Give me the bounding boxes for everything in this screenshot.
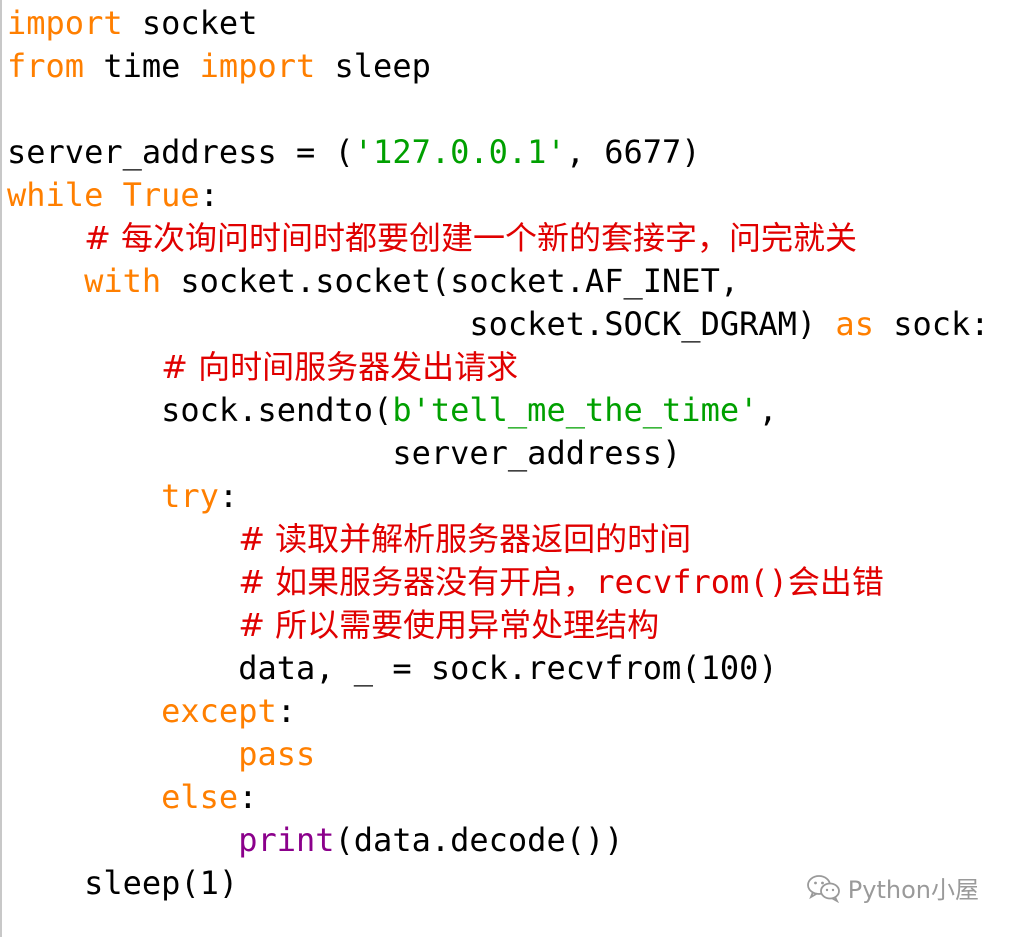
code-line: sock.sendto(b'tell_me_the_time',: [7, 389, 990, 432]
code-line: with socket.socket(socket.AF_INET,: [7, 260, 990, 303]
code-line: # 每次询问时间时都要创建一个新的套接字，问完就关: [7, 217, 990, 260]
code-line: # 向时间服务器发出请求: [7, 346, 990, 389]
code-text: sock.sendto(: [7, 391, 393, 429]
code-text: time: [84, 47, 200, 85]
code-text: :: [199, 176, 219, 214]
code-text: [7, 219, 84, 257]
code-line: pass: [7, 733, 990, 776]
code-comment: 会出错: [787, 563, 884, 601]
code-keyword: with: [84, 262, 162, 300]
code-text: socket: [122, 4, 258, 42]
code-line: socket.SOCK_DGRAM) as sock:: [7, 303, 990, 346]
code-keyword: as: [835, 305, 874, 343]
code-text: [7, 520, 238, 558]
code-keyword: except: [161, 692, 277, 730]
code-line: try:: [7, 475, 990, 518]
watermark-text: Python小屋: [847, 876, 979, 904]
code-comment: recvfrom(): [595, 563, 788, 601]
code-text: [7, 692, 161, 730]
code-comment: # 向时间服务器发出请求: [161, 348, 519, 386]
code-text: sleep: [315, 47, 431, 85]
code-keyword: import: [7, 4, 123, 42]
code-text: server_address): [7, 434, 682, 472]
code-line: data, _ = sock.recvfrom(100): [7, 647, 990, 690]
code-text: [7, 606, 238, 644]
wechat-icon: [806, 873, 842, 903]
code-text: data, _ = sock.recvfrom(100): [7, 649, 778, 687]
code-text: [7, 735, 238, 773]
code-text: :: [218, 477, 239, 515]
code-comment: # 每次询问时间时都要创建一个新的套接字，问完就关: [84, 219, 858, 257]
code-comment: # 所以需要使用异常处理结构: [238, 606, 660, 644]
code-keyword: from: [7, 47, 85, 85]
code-text: [7, 348, 161, 386]
code-text: [103, 176, 122, 214]
code-text: [7, 477, 161, 515]
code-string: b'tell_me_the_time': [392, 391, 759, 429]
code-line: print(data.decode()): [7, 819, 990, 862]
code-keyword: True: [122, 176, 200, 214]
editor-left-border: [0, 0, 2, 937]
code-line: # 所以需要使用异常处理结构: [7, 604, 990, 647]
code-line: import socket: [7, 2, 990, 45]
code-keyword: pass: [238, 735, 316, 773]
code-text: :: [276, 692, 296, 730]
code-text: [7, 778, 161, 816]
code-text: server_address = (: [7, 133, 354, 171]
code-text: ,: [758, 391, 778, 429]
code-builtin: print: [238, 821, 335, 859]
code-line: server_address): [7, 432, 990, 475]
code-text: :: [238, 778, 258, 816]
code-line: sleep(1): [7, 862, 990, 905]
watermark: Python小屋: [806, 870, 979, 905]
code-text: [7, 821, 238, 859]
code-line: [7, 88, 990, 131]
code-keyword: try: [161, 477, 219, 515]
code-text: , 6677): [565, 133, 701, 171]
code-line: # 读取并解析服务器返回的时间: [7, 518, 990, 561]
code-line: while True:: [7, 174, 990, 217]
code-line: # 如果服务器没有开启，recvfrom()会出错: [7, 561, 990, 604]
code-text: [7, 262, 84, 300]
code-comment: # 如果服务器没有开启，: [238, 563, 596, 601]
code-text: sock:: [873, 305, 990, 343]
code-text: socket.SOCK_DGRAM): [7, 305, 836, 343]
code-comment: # 读取并解析服务器返回的时间: [238, 520, 692, 558]
code-keyword: while: [7, 176, 104, 214]
code-line: except:: [7, 690, 990, 733]
code-text: (data.decode()): [334, 821, 624, 859]
code-string: '127.0.0.1': [353, 133, 566, 171]
code-text: sleep(1): [7, 864, 239, 902]
code-text: [7, 563, 238, 601]
code-keyword: import: [199, 47, 316, 85]
code-line: else:: [7, 776, 990, 819]
code-line: from time import sleep: [7, 45, 990, 88]
code-line: server_address = ('127.0.0.1', 6677): [7, 131, 990, 174]
code-keyword: else: [161, 778, 239, 816]
code-text: socket.socket(socket.AF_INET,: [161, 262, 740, 300]
